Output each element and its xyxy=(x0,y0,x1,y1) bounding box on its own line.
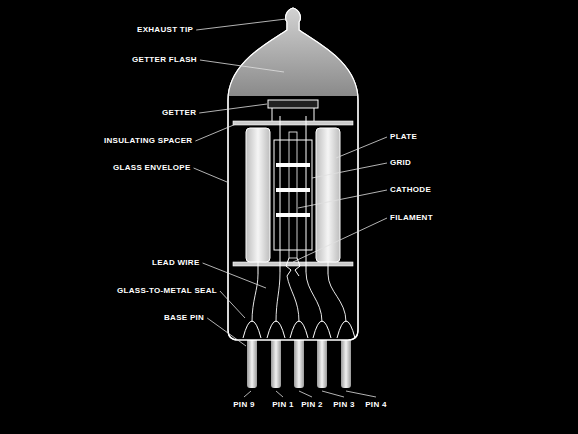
lead-wire-shape xyxy=(252,274,258,322)
leader-line xyxy=(276,391,283,397)
seal-shape xyxy=(290,321,308,338)
getter-shape xyxy=(268,100,318,121)
getter-support xyxy=(314,108,315,121)
lead-wire-shape xyxy=(306,272,322,322)
leader-line xyxy=(207,318,246,346)
leader-line xyxy=(200,60,284,72)
leader-line xyxy=(312,163,387,178)
getter-flash-shape xyxy=(220,0,370,96)
grid-shape xyxy=(274,116,312,272)
getter-flash-fill xyxy=(220,0,370,96)
filament-shape xyxy=(286,258,300,276)
part-label: FILAMENT xyxy=(390,213,433,223)
leader-line xyxy=(244,391,251,397)
plate-support xyxy=(328,262,329,274)
leader-line xyxy=(199,104,267,113)
lead-wire-shape xyxy=(276,272,280,322)
leader-line xyxy=(298,190,387,208)
part-label: GETTER xyxy=(162,108,196,118)
seal-shape xyxy=(313,321,331,338)
seal-shape xyxy=(243,321,261,338)
pin-label: PIN 1 xyxy=(272,400,294,410)
part-label: GRID xyxy=(390,158,411,168)
glass-to-metal-seals xyxy=(243,321,355,338)
insulating-spacer-shape xyxy=(233,121,353,125)
pin-label: PIN 2 xyxy=(301,400,323,410)
leader-line xyxy=(322,391,344,397)
pin-label: PIN 9 xyxy=(233,400,255,410)
part-label: CATHODE xyxy=(390,185,431,195)
plate-support xyxy=(258,262,259,274)
leader-line xyxy=(195,124,236,141)
lead-wire-shape xyxy=(328,274,346,322)
seal-shape xyxy=(337,321,355,338)
grid-rod xyxy=(306,116,307,272)
part-label: GETTER FLASH xyxy=(132,55,197,65)
lead-wires xyxy=(252,272,346,322)
leader-line xyxy=(196,19,286,30)
getter-ring xyxy=(268,100,318,108)
leader-line xyxy=(293,218,387,262)
part-label: BASE PIN xyxy=(164,313,204,323)
pin-label: PIN 4 xyxy=(365,400,387,410)
glass-envelope-outline xyxy=(228,8,358,340)
cathode-shape xyxy=(289,132,297,258)
part-label: GLASS-TO-METAL SEAL xyxy=(117,286,217,296)
grid-bar xyxy=(276,213,310,217)
leader-line xyxy=(203,263,266,288)
seal-shape xyxy=(267,321,285,338)
plate-shape xyxy=(246,128,270,262)
grid-bar xyxy=(276,163,310,167)
lead-wire-shape xyxy=(287,276,299,322)
part-label: PLATE xyxy=(390,132,417,142)
leader-line xyxy=(299,391,312,397)
insulating-spacer-shape xyxy=(233,262,353,266)
pin-label: PIN 3 xyxy=(333,400,355,410)
part-label: LEAD WIRE xyxy=(152,258,200,268)
getter-support xyxy=(272,108,273,121)
leader-line xyxy=(346,391,376,397)
part-label: GLASS ENVELOPE xyxy=(113,163,191,173)
leader-line xyxy=(220,291,245,318)
grid-rod xyxy=(280,116,281,272)
part-label: EXHAUST TIP xyxy=(137,25,193,35)
leader-line xyxy=(336,137,387,158)
grid-bar xyxy=(276,188,310,192)
grid-frame xyxy=(274,140,312,250)
leader-line xyxy=(194,168,227,182)
part-label: INSULATING SPACER xyxy=(104,136,192,146)
